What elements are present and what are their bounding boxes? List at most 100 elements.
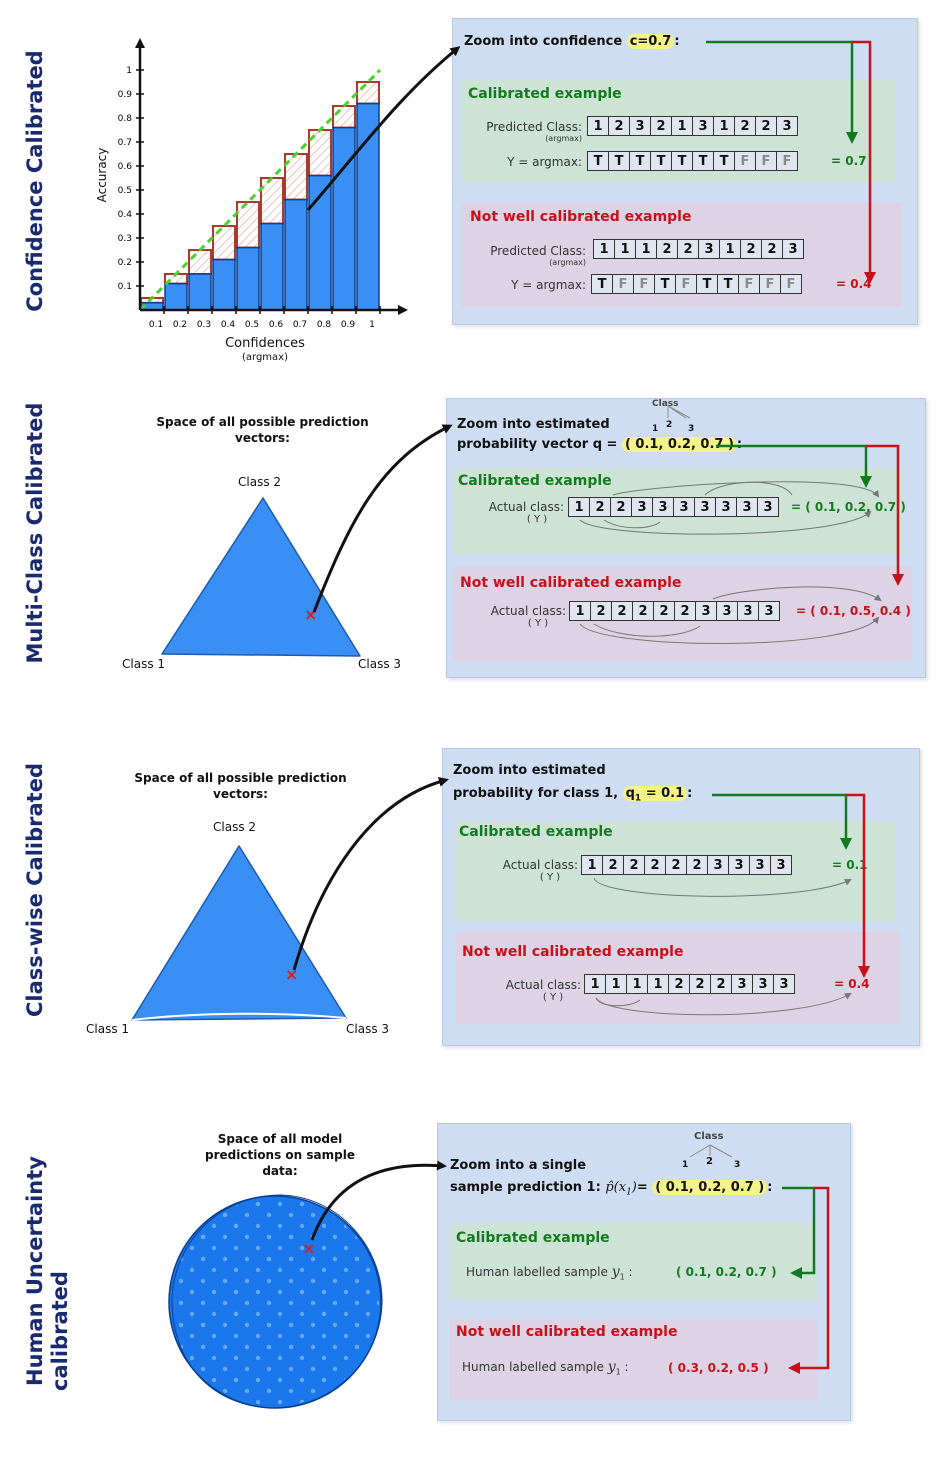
p1-bad-y-label: Y = argmax: xyxy=(511,278,586,292)
p3-zoom-value: = 0.1 xyxy=(641,786,685,801)
p4-calibrated-title: Calibrated example xyxy=(456,1230,610,1246)
p1-bad-y-cell: T xyxy=(591,274,613,294)
p4-bad-result: ( 0.3, 0.2, 0.5 ) xyxy=(668,1361,769,1375)
p1-green-connector xyxy=(706,40,858,144)
p1-zoom-highlight: c=0.7 xyxy=(626,34,675,49)
p2-cal-cell: 3 xyxy=(736,497,758,517)
p2-zoom-prefix: probability vector q = xyxy=(457,437,622,452)
chart-xlabel-sub: (argmax) xyxy=(241,352,288,363)
p3-red-connector xyxy=(846,793,870,978)
p4-calibrated-box xyxy=(449,1223,817,1300)
p1-cal-pred-label: Predicted Class:(argmax) xyxy=(452,120,582,143)
p2-bad-actual-text: Actual class: xyxy=(490,604,566,618)
p1-bad-title: Not well calibrated example xyxy=(470,209,692,225)
p4-bad-human-ysub: 1 xyxy=(615,1367,621,1377)
p3-calibrated-title: Calibrated example xyxy=(459,824,613,840)
p1-bad-pred-text: Predicted Class: xyxy=(490,244,586,258)
p2-cal-result: = ( 0.1, 0.2, 0.7 ) xyxy=(791,500,906,514)
chart-xlabel: Confidences xyxy=(225,336,305,351)
p3-cal-actual-sub: ( Y ) xyxy=(539,872,561,883)
p2-bad-actual-sub: ( Y ) xyxy=(527,618,549,629)
p3-cal-actual-label: Actual class:( Y ) xyxy=(452,858,578,884)
p1-cal-y-cell: F xyxy=(734,151,756,171)
p4-bad-human-colon: : xyxy=(620,1360,629,1374)
s3-space-title: Space of all possible prediction vectors… xyxy=(134,771,347,801)
p4-bad-human-label: Human labelled sample y1 : xyxy=(462,1359,629,1376)
p3-bad-actual-text: Actual class: xyxy=(505,978,581,992)
s3-class3-label: Class 3 xyxy=(346,1022,390,1036)
p1-bad-result: = 0.4 xyxy=(836,277,872,291)
x-tick-label: 0.2 xyxy=(173,320,187,330)
p3-zoom-line1: Zoom into estimated xyxy=(453,763,606,778)
p1-cal-pred-cell: 1 xyxy=(713,116,735,136)
x-tick-label: 0.6 xyxy=(269,320,284,330)
p2-class-3: 3 xyxy=(688,424,695,434)
p1-cal-pred-text: Predicted Class: xyxy=(486,120,582,134)
p2-class-header: Class xyxy=(652,399,679,409)
diagram-overlay: × × × xyxy=(131,40,904,1409)
p3-zoom-suffix: : xyxy=(687,786,693,801)
p1-bad-pred-label: Predicted Class:(argmax) xyxy=(456,244,586,267)
s4-zoom-arrow xyxy=(310,1160,447,1241)
p4-class-header: Class xyxy=(694,1131,724,1142)
p2-cal-cell: 1 xyxy=(568,497,590,517)
p3-bad-result: = 0.4 xyxy=(834,977,870,991)
p3-bad-cell: 2 xyxy=(710,974,732,994)
x-tick-label: 1 xyxy=(369,320,375,330)
p3-bad-actual-label: Actual class:( Y ) xyxy=(455,978,581,1004)
x-axis-arrow xyxy=(398,305,408,315)
p1-cal-pred-cell: 2 xyxy=(734,116,756,136)
s2-space-title: Space of all possible prediction vectors… xyxy=(156,415,369,445)
p3-bad-title: Not well calibrated example xyxy=(462,944,684,960)
p3-zoom-q: q xyxy=(625,786,635,801)
s2-triangle xyxy=(161,497,361,657)
y-tick-label: 0.6 xyxy=(118,162,133,172)
p2-zoom-highlight: ( 0.1, 0.2, 0.7 ) xyxy=(621,437,737,452)
p1-cal-y-cell: F xyxy=(776,151,798,171)
p3-cal-result: = 0.1 xyxy=(832,858,868,872)
p3-bad-cell: 3 xyxy=(773,974,795,994)
s2-zoom-arrow xyxy=(312,424,453,613)
p1-cal-pred-sub: (argmax) xyxy=(545,134,582,143)
y-tick-label: 0.2 xyxy=(118,258,132,268)
p3-cal-cell: 3 xyxy=(770,855,792,875)
p1-cal-pred-cell: 3 xyxy=(776,116,798,136)
p2-red-connector xyxy=(866,444,904,586)
p3-green-connector xyxy=(712,793,852,850)
s3-zoom-arrow xyxy=(292,776,449,971)
p1-zoom-suffix: : xyxy=(674,34,680,49)
s3-class2-label: Class 2 xyxy=(213,820,257,834)
p4-cal-human-colon: : xyxy=(624,1265,633,1279)
y-tick-label: 0.7 xyxy=(118,138,132,148)
p2-zoom-suffix: : xyxy=(736,437,743,452)
p2-bad-result: = ( 0.1, 0.5, 0.4 ) xyxy=(796,604,911,618)
p2-bad-cell: 3 xyxy=(716,601,738,621)
p3-bad-cell: 2 xyxy=(668,974,690,994)
p2-cal-cell: 3 xyxy=(757,497,779,517)
p2-zoom-line1: Zoom into estimated xyxy=(457,417,610,432)
p1-cal-pred-cell: 2 xyxy=(608,116,630,136)
x-tick-label: 0.3 xyxy=(197,320,211,330)
s2-class3-label: Class 3 xyxy=(358,657,402,671)
p1-bad-pred-cell: 2 xyxy=(656,239,678,259)
x-tick-label: 0.8 xyxy=(317,320,332,330)
x-tick-label: 0.1 xyxy=(149,320,163,330)
p1-bad-pred-cell: 2 xyxy=(677,239,699,259)
p2-cal-cell: 2 xyxy=(589,497,611,517)
y-tick-label: 1 xyxy=(126,66,132,76)
y-tick-label: 0.8 xyxy=(118,114,133,124)
p3-zoom-qsub: 1 xyxy=(634,793,642,804)
y-tick-label: 0.3 xyxy=(118,234,132,244)
p1-calibrated-title: Calibrated example xyxy=(468,86,622,102)
y-tick-label: 0.4 xyxy=(118,210,133,220)
p4-zoom-psub: 1 xyxy=(626,1187,632,1198)
p4-zoom-highlight: ( 0.1, 0.2, 0.7 ) xyxy=(652,1180,768,1195)
p2-bad-cell: 3 xyxy=(758,601,780,621)
p2-bad-actual-label: Actual class:( Y ) xyxy=(440,604,566,630)
p4-zoom-prefix: sample prediction 1: xyxy=(450,1180,606,1195)
